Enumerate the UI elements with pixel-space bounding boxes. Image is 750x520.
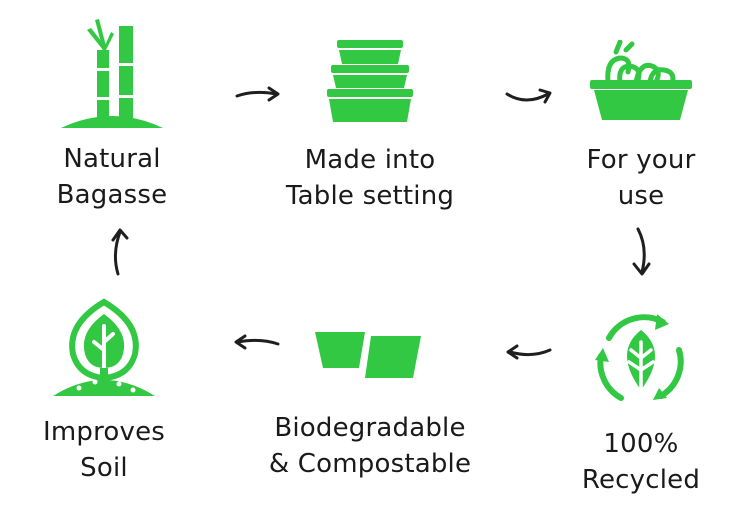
arrow-right-icon <box>235 86 280 102</box>
step-label: 100% Recycled <box>581 429 701 495</box>
step-made-into-table-setting: Made into Table setting <box>250 40 490 214</box>
food-container-icon <box>590 40 692 120</box>
step-label: Biodegradable & Compostable <box>268 413 472 479</box>
tree-soil-icon <box>53 298 155 396</box>
step-label: Natural Bagasse <box>56 144 168 210</box>
bamboo-sugarcane-icon <box>61 19 163 128</box>
arrow-left-icon <box>506 344 552 360</box>
step-100-recycled: 100% Recycled <box>521 312 750 498</box>
recycle-leaf-icon <box>595 314 684 401</box>
arrow-left-icon <box>234 334 280 350</box>
step-label: Made into Table setting <box>285 145 455 211</box>
step-label: Improves Soil <box>42 417 166 483</box>
step-natural-bagasse: Natural Bagasse <box>0 16 232 213</box>
stacked-containers-icon <box>327 40 413 122</box>
step-for-your-use: For your use <box>521 40 750 214</box>
step-biodegradable-compostable: Biodegradable & Compostable <box>250 330 490 482</box>
step-label: For your use <box>586 145 696 211</box>
arrow-right-icon <box>505 88 552 104</box>
arrow-down-icon <box>632 227 651 276</box>
compostable-cups-icon <box>315 332 421 378</box>
arrow-up-icon <box>111 228 129 276</box>
step-improves-soil: Improves Soil <box>0 298 224 486</box>
